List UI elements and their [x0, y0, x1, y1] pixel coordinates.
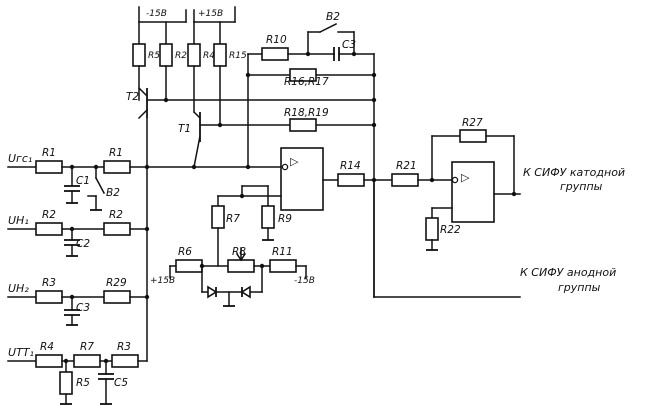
- resistor-r3-left-label: R3: [42, 277, 56, 289]
- resistor-r2-right-label: R2: [109, 209, 123, 221]
- output-labels: К СИФУ катодной группы К СИФУ анодной гр…: [520, 166, 625, 294]
- resistor-r28-label: R28: [175, 51, 193, 61]
- output-anode-line1: К СИФУ анодной: [520, 266, 616, 279]
- resistor-r7-bottom-label: R7: [80, 341, 94, 353]
- supply-minus-mid: -15В: [294, 276, 315, 286]
- resistor-r11: [269, 259, 297, 273]
- resistor-r1-right-label: R1: [109, 147, 123, 159]
- transistor-t1-label: T1: [178, 123, 191, 135]
- switch-b2-label: B2: [106, 187, 120, 199]
- resistor-r4-left-label: R4: [40, 341, 54, 353]
- resistor-r16-r17: [289, 68, 317, 82]
- resistor-r29-label: R29: [106, 277, 127, 289]
- resistor-r21-label: R21: [396, 160, 417, 172]
- resistor-r29: [103, 290, 131, 304]
- resistor-r1-left-label: R1: [42, 147, 56, 159]
- resistor-r9-label: R9: [278, 213, 292, 225]
- resistor-r22: [425, 217, 439, 241]
- output-cathode-line2: группы: [560, 180, 603, 193]
- input-row-1: Uгс₁ R1 R1 C1 B2: [7, 147, 286, 211]
- resistor-r1-left: [35, 160, 63, 174]
- resistor-r14-label: R14: [340, 160, 361, 172]
- resistor-r9: [261, 205, 275, 229]
- capacitor-c2-label: C2: [76, 238, 90, 250]
- opamp-1-symbol: ▷: [290, 155, 299, 168]
- resistor-r28: [159, 43, 173, 67]
- resistor-r5-bottom-label: R5: [76, 377, 90, 389]
- resistor-r22-label: R22: [440, 224, 461, 236]
- capacitor-c5-label: C5: [114, 377, 128, 389]
- bias-network: +15В R6 R8 R11 -15В: [150, 246, 315, 307]
- input-label-utt1: UТТ₁: [8, 346, 34, 359]
- resistor-r7-label: R7: [226, 213, 240, 225]
- transistor-t2-label: T2: [126, 91, 139, 103]
- resistor-r8-label: R8: [232, 246, 246, 258]
- opamp-1: ▷ R14 R7 R9: [211, 147, 521, 298]
- resistor-r4-top: [187, 43, 201, 67]
- resistor-r18-label: R18,R19: [284, 107, 329, 119]
- output-anode-line2: группы: [558, 281, 601, 294]
- resistor-r8: [227, 259, 255, 273]
- supply-minus-top: -15В: [146, 9, 167, 19]
- resistor-r4-top-label: R4: [203, 51, 215, 61]
- resistor-r7: [211, 205, 225, 229]
- resistor-r2-left-label: R2: [42, 209, 56, 221]
- resistor-r4-left: [35, 354, 63, 368]
- input-label-ugc1: Uгс₁: [8, 152, 32, 165]
- supply-plus-mid: +15В: [150, 276, 175, 286]
- resistor-r10-label: R10: [266, 34, 287, 46]
- resistor-r14: [337, 173, 365, 187]
- resistor-r3-bottom-label: R3: [117, 341, 131, 353]
- capacitor-c1-label: C1: [76, 175, 90, 187]
- resistor-r15: [213, 43, 227, 67]
- transistor-stage: -15В +15В R5 R28 R4 R15 T2: [126, 6, 375, 170]
- resistor-r2-left: [35, 222, 63, 236]
- resistor-r15-label: R15: [229, 51, 247, 61]
- resistor-r5-top: [132, 43, 146, 67]
- resistor-r11-label: R11: [272, 246, 293, 258]
- capacitor-c3-top-label: C3: [342, 39, 356, 51]
- supply-plus-top: +15В: [198, 9, 223, 19]
- output-cathode-line1: К СИФУ катодной: [523, 166, 625, 179]
- diode-right: [240, 285, 251, 299]
- opamp-2-body: [451, 161, 495, 223]
- resistor-r18-r19: [289, 118, 317, 132]
- resistor-r10: [261, 47, 289, 61]
- resistor-r5-bottom: [59, 371, 73, 395]
- resistor-r2-right: [103, 222, 131, 236]
- opamp-1-body: [280, 147, 324, 211]
- resistor-r6: [175, 259, 203, 273]
- resistor-r27-label: R27: [462, 117, 483, 129]
- resistor-r3-bottom: [111, 354, 139, 368]
- opamp-2: R21 R27 ▷ R22: [391, 117, 521, 251]
- resistor-r5-top-label: R5: [148, 51, 160, 61]
- capacitor-c3-label: C3: [76, 302, 90, 314]
- input-row-3: UН₂ R3 R29 C3: [7, 277, 150, 326]
- input-row-4: UТТ₁ R4 R7 R3 R5 C5: [7, 341, 148, 405]
- switch-b2-top-label: B2: [326, 11, 340, 23]
- resistor-r21: [391, 173, 419, 187]
- resistor-r7-bottom: [73, 354, 101, 368]
- feedback-network: R10 C3 B2 R16,R17 R18,R19: [245, 11, 377, 298]
- resistor-r1-right: [103, 160, 131, 174]
- diode-left: [207, 285, 218, 299]
- input-row-2: UН₁ R2 R2 C2: [7, 209, 150, 257]
- resistor-r27: [459, 129, 487, 143]
- input-label-un2: UН₂: [8, 282, 29, 295]
- input-label-un1: UН₁: [8, 214, 29, 227]
- opamp-2-symbol: ▷: [461, 171, 470, 184]
- resistor-r3-left: [35, 290, 63, 304]
- resistor-r16-label: R16,R17: [284, 76, 329, 88]
- resistor-r6-label: R6: [178, 246, 192, 258]
